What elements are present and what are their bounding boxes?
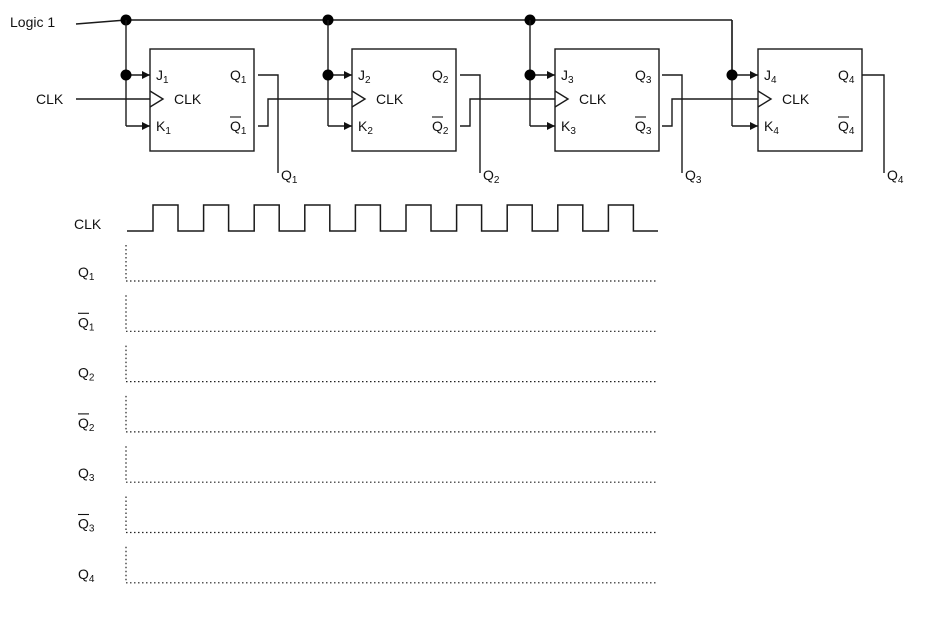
timing-row-qbar3: Q3 (78, 496, 656, 535)
flipflop-body (149, 48, 255, 152)
junction-dot (120, 69, 132, 81)
clock-edge-icon (351, 90, 367, 108)
flipflop-body (554, 48, 660, 152)
arrow-icon (142, 71, 150, 79)
output-labels: Q1 Q2 Q3 Q4 (281, 167, 904, 186)
output-label-q3: Q3 (685, 167, 702, 186)
output-label-q2: Q2 (483, 167, 500, 186)
qbar-output-label: Q3 (635, 118, 652, 137)
arrow-icon (750, 122, 758, 130)
k-input-label: K3 (561, 118, 576, 137)
j-input-label: J2 (358, 67, 371, 86)
clk-pin-label: CLK (376, 91, 404, 107)
qbar-output-label: Q2 (432, 118, 449, 137)
clk-pin-label: CLK (782, 91, 810, 107)
clock-edge-icon (554, 90, 570, 108)
timing-axis (125, 395, 656, 433)
timing-row-label: Q1 (78, 264, 95, 283)
timing-row-q1: Q1 (78, 245, 656, 283)
arrow-icon (547, 71, 555, 79)
arrow-icon (547, 122, 555, 130)
timing-row-label: Q2 (78, 415, 95, 434)
flipflop-layer: J1K1Q1Q1CLKJ2K2Q2Q2CLKJ3K3Q3Q3CLKJ4K4Q4Q… (120, 20, 863, 152)
timing-axis (125, 345, 656, 383)
timing-row-label: Q3 (78, 516, 95, 535)
j-input-label: J4 (764, 67, 777, 86)
arrow-icon (344, 71, 352, 79)
timing-row-qbar1: Q1 (78, 295, 656, 333)
junction-dot (524, 69, 536, 81)
output-label-q4: Q4 (887, 167, 904, 186)
q-output-label: Q4 (838, 67, 855, 86)
stage-interconnects (258, 98, 758, 127)
arrow-icon (344, 122, 352, 130)
q-output-label: Q3 (635, 67, 652, 86)
flipflop-body (351, 48, 457, 152)
clk-pin-label: CLK (174, 91, 202, 107)
arrow-icon (142, 122, 150, 130)
j-input-label: J3 (561, 67, 574, 86)
clock-edge-icon (757, 90, 773, 108)
timing-axis (125, 446, 656, 483)
q-output-label: Q2 (432, 67, 449, 86)
output-label-q1: Q1 (281, 167, 298, 186)
clk-input-label: CLK (36, 91, 64, 107)
clock-edge-icon (149, 90, 165, 108)
timing-axis (125, 496, 656, 534)
timing-row-q4: Q4 (78, 546, 656, 585)
logic-1-label: Logic 1 (10, 14, 55, 30)
j-input-label: J1 (156, 67, 169, 86)
k-input-label: K4 (764, 118, 779, 137)
timing-row-qbar2: Q2 (78, 395, 656, 434)
timing-row-label: Q3 (78, 465, 95, 484)
k-input-label: K1 (156, 118, 171, 137)
junction-dot (726, 69, 738, 81)
timing-row-q2: Q2 (78, 345, 656, 384)
timing-axis (125, 295, 656, 332)
q-output-leads (258, 74, 885, 173)
flipflop-body (757, 48, 863, 152)
timing-row-q3: Q3 (78, 446, 656, 484)
qbar-output-label: Q1 (230, 118, 247, 137)
timing-clk-label: CLK (74, 216, 102, 232)
timing-row-label: Q4 (78, 566, 95, 585)
junction-dot (322, 69, 334, 81)
timing-row-label: Q2 (78, 365, 95, 384)
timing-row-label: Q1 (78, 314, 95, 333)
clk-pin-label: CLK (579, 91, 607, 107)
timing-axis (125, 245, 656, 282)
arrow-icon (750, 71, 758, 79)
k-input-label: K2 (358, 118, 373, 137)
clk-waveform (127, 204, 658, 232)
qbar-output-label: Q4 (838, 118, 855, 137)
timing-axis (125, 546, 656, 584)
q-output-label: Q1 (230, 67, 247, 86)
